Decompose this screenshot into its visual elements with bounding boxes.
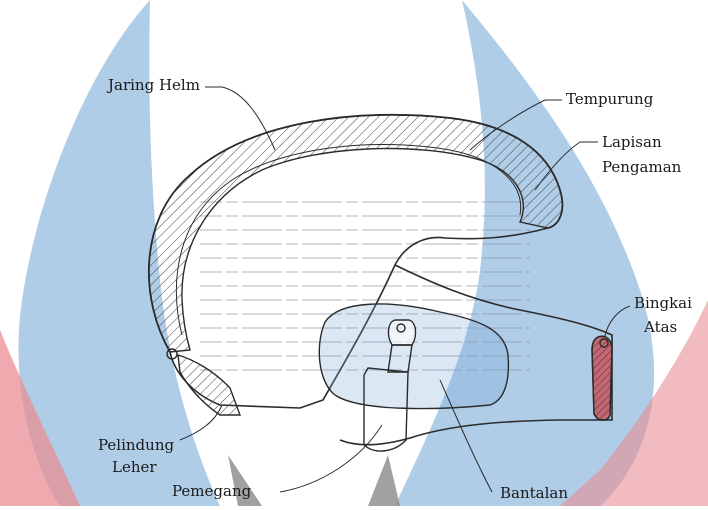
leader-pemegang — [280, 425, 382, 492]
helmet-visor-hatch — [592, 336, 612, 420]
label-pelindung-leher-line2: Leher — [112, 458, 157, 477]
label-lapisan-pengaman-line1: Lapisan — [602, 133, 662, 152]
label-lapisan-pengaman-line2: Pengaman — [602, 158, 681, 177]
watermark-gray-right — [368, 455, 400, 506]
label-bingkai-atas-line1: Bingkai — [634, 294, 692, 313]
label-tempurung: Tempurung — [566, 90, 653, 109]
label-pelindung-leher-line1: Pelindung — [98, 436, 174, 455]
label-jaring-helm: Jaring Helm — [108, 76, 200, 95]
label-bantalan: Bantalan — [500, 484, 568, 503]
label-bingkai-atas-line2: Atas — [644, 318, 677, 337]
label-pemegang: Pemegang — [172, 482, 251, 501]
